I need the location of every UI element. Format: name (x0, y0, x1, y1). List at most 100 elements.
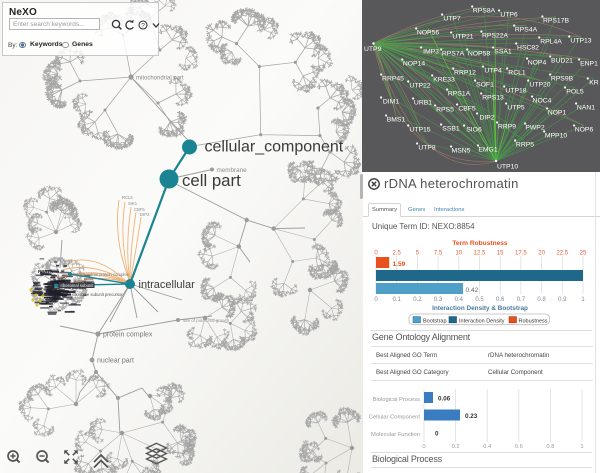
svg-text:NOP4: NOP4 (528, 60, 547, 67)
svg-text:7.5: 7.5 (434, 251, 443, 257)
svg-text:UTP4: UTP4 (484, 68, 502, 75)
svg-text:2.5: 2.5 (393, 251, 402, 257)
svg-text:22.5: 22.5 (556, 251, 568, 257)
svg-text:Cellular Component: Cellular Component (369, 415, 421, 421)
svg-text:BUD21: BUD21 (551, 58, 573, 65)
svg-text:SIO6: SIO6 (466, 127, 482, 134)
svg-text:UTP10: UTP10 (497, 164, 518, 171)
svg-text:0.8: 0.8 (537, 297, 546, 303)
svg-text:Molecular Function: Molecular Function (371, 432, 420, 438)
svg-text:UTP9: UTP9 (364, 46, 382, 53)
svg-text:0: 0 (374, 251, 378, 257)
svg-text:0.2: 0.2 (452, 444, 460, 450)
svg-text:intracellular: intracellular (139, 279, 196, 291)
svg-text:CBF5: CBF5 (134, 207, 145, 212)
svg-text:UTP5: UTP5 (507, 105, 525, 112)
svg-text:RPS22A: RPS22A (482, 33, 509, 40)
svg-text:MPP10: MPP10 (545, 133, 568, 140)
svg-text:mitochondrial part: mitochondrial part (136, 76, 184, 82)
svg-text:0.7: 0.7 (517, 297, 526, 303)
svg-text:HSC82: HSC82 (517, 45, 539, 52)
svg-text:0.2: 0.2 (413, 297, 422, 303)
svg-text:cellular_component: cellular_component (205, 139, 344, 156)
svg-text:10: 10 (455, 251, 462, 257)
svg-text:RCL5: RCL5 (122, 195, 133, 200)
svg-text:UTP6: UTP6 (500, 12, 518, 19)
svg-text:UTP18: UTP18 (505, 88, 526, 95)
svg-text:RPL4A: RPL4A (540, 39, 562, 46)
svg-text:RPS7A: RPS7A (442, 51, 465, 58)
svg-text:0.4: 0.4 (483, 444, 492, 450)
svg-text:25: 25 (580, 251, 587, 257)
svg-text:0.1: 0.1 (393, 297, 402, 303)
svg-text:0.4: 0.4 (455, 297, 464, 303)
svg-text:protein complex: protein complex (103, 332, 153, 339)
svg-text:DIP2: DIP2 (479, 115, 494, 122)
svg-text:nuclear part: nuclear part (97, 358, 134, 365)
svg-text:RPS1A: RPS1A (448, 91, 471, 98)
svg-text:NOP14: NOP14 (403, 61, 426, 68)
svg-text:RPS5: RPS5 (436, 107, 454, 114)
svg-text:KRE33: KRE33 (433, 77, 455, 84)
svg-text:0.6: 0.6 (515, 444, 523, 450)
svg-text:NOP58: NOP58 (468, 51, 491, 58)
svg-text:NOP1: NOP1 (548, 110, 567, 117)
svg-text:?: ? (141, 23, 145, 30)
svg-text:BMS1: BMS1 (387, 117, 406, 124)
svg-text:URB1: URB1 (414, 100, 432, 107)
svg-text:MSN5: MSN5 (452, 148, 471, 155)
svg-text:0.5: 0.5 (475, 297, 484, 303)
svg-text:cell part: cell part (182, 171, 241, 190)
svg-text:0.6: 0.6 (496, 297, 505, 303)
svg-text:RCL1: RCL1 (508, 70, 526, 77)
svg-text:RPS4A: RPS4A (515, 27, 538, 34)
svg-text:0: 0 (435, 431, 439, 438)
svg-text:0.8: 0.8 (546, 444, 554, 450)
svg-text:ENP1: ENP1 (580, 61, 598, 68)
svg-text:membrane: membrane (217, 167, 248, 174)
svg-text:POL5: POL5 (566, 89, 584, 96)
svg-text:0.9: 0.9 (558, 297, 567, 303)
svg-text:site of polarized growth: site of polarized growth (183, 318, 230, 323)
svg-text:Bootstrap: Bootstrap (423, 319, 447, 325)
svg-text:RPS8A: RPS8A (473, 8, 496, 15)
svg-text:UTP20: UTP20 (529, 82, 550, 89)
svg-text:UTP13: UTP13 (570, 38, 591, 45)
svg-text:CBF5: CBF5 (458, 106, 476, 113)
svg-text:Robustness: Robustness (519, 319, 548, 325)
svg-text:ribosomal subunit: ribosomal subunit (61, 283, 95, 288)
svg-text:0.42: 0.42 (466, 287, 479, 294)
svg-text:Term Robustness: Term Robustness (452, 240, 508, 247)
svg-text:KR: KR (589, 80, 599, 87)
svg-text:EMG1: EMG1 (478, 147, 497, 154)
svg-text:0.23: 0.23 (465, 413, 478, 420)
svg-text:SOF1: SOF1 (476, 82, 494, 89)
svg-text:5: 5 (416, 251, 420, 257)
svg-text:SSB1: SSB1 (442, 126, 460, 133)
svg-text:12.5: 12.5 (474, 251, 486, 257)
svg-text:1.59: 1.59 (393, 261, 406, 268)
svg-text:RRP5: RRP5 (516, 142, 534, 149)
svg-text:NOP56: NOP56 (417, 30, 440, 37)
svg-text:RPS17B: RPS17B (543, 18, 570, 25)
svg-text:ribosome subunit precursor: ribosome subunit precursor (72, 292, 123, 297)
svg-text:UTP21: UTP21 (452, 34, 473, 41)
svg-text:NOC4: NOC4 (533, 98, 552, 105)
svg-text:RRP12: RRP12 (454, 70, 476, 77)
svg-text:RRP45: RRP45 (382, 76, 404, 83)
svg-text:RPS1A: RPS1A (38, 269, 54, 274)
svg-text:0.06: 0.06 (438, 396, 451, 403)
svg-text:Biological Process: Biological Process (373, 397, 420, 403)
svg-text:SSA1: SSA1 (494, 49, 512, 56)
svg-text:UTP7: UTP7 (443, 16, 461, 23)
svg-text:IMP3: IMP3 (423, 49, 439, 56)
svg-text:0.3: 0.3 (434, 297, 443, 303)
svg-text:0: 0 (422, 444, 425, 450)
svg-text:NOP6: NOP6 (575, 127, 594, 134)
svg-text:Interaction Density & Bootstra: Interaction Density & Bootstrap (432, 305, 528, 312)
svg-text:NAN1: NAN1 (577, 105, 595, 112)
svg-text:DIM1: DIM1 (383, 99, 399, 106)
svg-text:20: 20 (538, 251, 545, 257)
svg-text:UTP15: UTP15 (409, 127, 430, 134)
svg-text:UTP22: UTP22 (409, 83, 430, 90)
